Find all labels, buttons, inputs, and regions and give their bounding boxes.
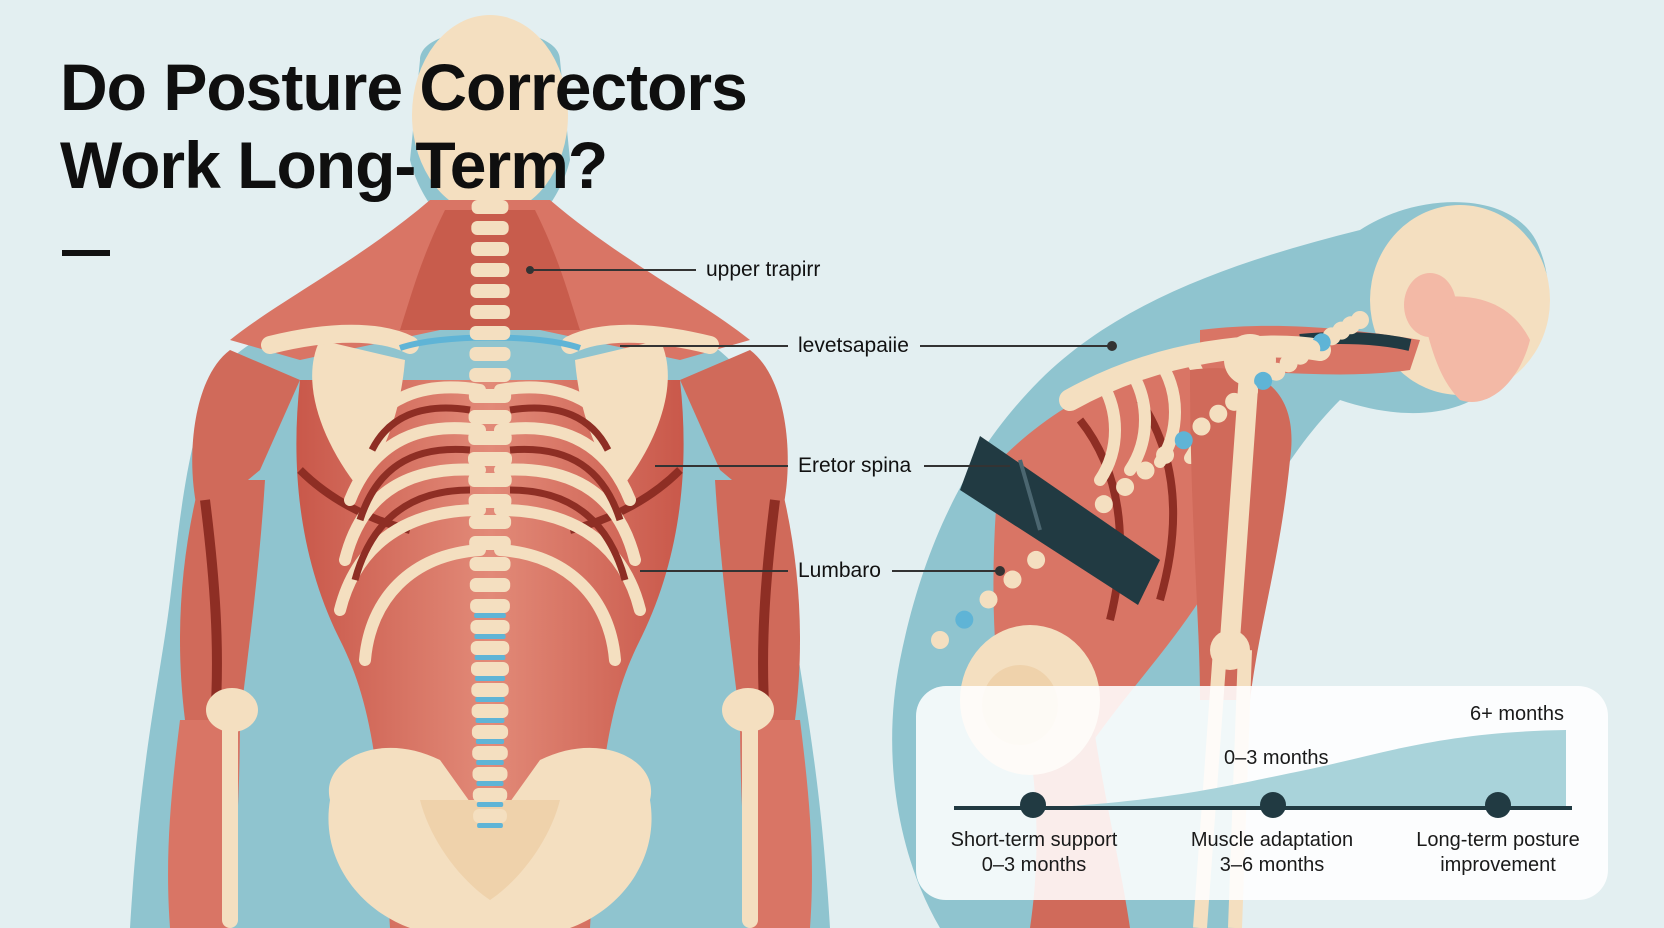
side-vertebra bbox=[1003, 570, 1022, 589]
vertebra bbox=[468, 431, 512, 445]
vertebra bbox=[471, 683, 509, 697]
timeline-milestone-1: Short-term support 0–3 months bbox=[944, 828, 1124, 878]
vertebra bbox=[472, 788, 508, 802]
spinal-disc bbox=[476, 802, 504, 807]
side-vertebra bbox=[931, 631, 949, 649]
back-view-figure bbox=[130, 15, 830, 928]
timeline-dot-1 bbox=[1020, 792, 1046, 818]
milestone-3-detail: improvement bbox=[1440, 854, 1556, 876]
side-vertebra bbox=[1240, 381, 1259, 400]
vertebra bbox=[469, 536, 511, 550]
vertebra bbox=[470, 641, 510, 655]
timeline-dot-2 bbox=[1260, 792, 1286, 818]
vertebra bbox=[470, 620, 510, 634]
vertebra bbox=[468, 452, 512, 466]
vertebra bbox=[470, 599, 510, 613]
side-vertebra bbox=[979, 590, 998, 609]
side-vertebra bbox=[1136, 461, 1155, 480]
milestone-3-title: Long-term posture bbox=[1416, 829, 1580, 851]
timeline-milestone-3: Long-term posture improvement bbox=[1406, 828, 1590, 878]
vertebra bbox=[470, 305, 510, 319]
milestone-1-title: Short-term support bbox=[950, 829, 1118, 851]
title-underline bbox=[62, 250, 110, 256]
side-vertebra bbox=[1116, 477, 1135, 496]
side-vertebra bbox=[1225, 392, 1244, 411]
spinal-disc bbox=[476, 760, 504, 765]
timeline-mid-label: 0–3 months bbox=[1224, 747, 1329, 769]
side-vertebra bbox=[1254, 371, 1273, 390]
side-view-figure bbox=[892, 202, 1550, 928]
vertebra bbox=[472, 767, 508, 781]
side-vertebra bbox=[1209, 404, 1228, 423]
label-levator-scapulae: levetsapaiie bbox=[798, 334, 909, 357]
posture-brace bbox=[960, 436, 1160, 605]
milestone-2-title: Muscle adaptation bbox=[1190, 829, 1354, 851]
side-vertebra bbox=[1027, 550, 1046, 569]
timeline-milestone-2: Muscle adaptation 3–6 months bbox=[1182, 828, 1362, 878]
vertebra bbox=[468, 515, 512, 529]
vertebra bbox=[468, 410, 512, 424]
side-vertebra bbox=[1094, 495, 1113, 514]
spinal-disc bbox=[474, 634, 506, 639]
vertebra bbox=[468, 473, 512, 487]
spinal-disc bbox=[477, 823, 503, 828]
spinal-disc bbox=[475, 739, 505, 744]
timeline-graphic bbox=[954, 730, 1572, 818]
spinal-disc bbox=[475, 676, 505, 681]
vertebra bbox=[469, 326, 511, 340]
spinal-disc bbox=[475, 718, 505, 723]
vertebra bbox=[471, 662, 509, 676]
side-vertebra bbox=[1267, 362, 1286, 381]
side-vertebra bbox=[1192, 417, 1211, 436]
page-title: Do Posture Correctors Work Long-Term? bbox=[60, 48, 820, 204]
leader-lines bbox=[526, 266, 1117, 576]
spinal-disc bbox=[475, 697, 505, 702]
title-line-2: Work Long-Term? bbox=[60, 128, 608, 202]
vertebra bbox=[471, 725, 509, 739]
label-lumbar: Lumbaro bbox=[798, 559, 881, 582]
vertebra bbox=[469, 557, 511, 571]
label-upper-trapezius: upper trapirr bbox=[706, 258, 821, 281]
milestone-1-range: 0–3 months bbox=[981, 854, 1087, 876]
side-vertebra bbox=[955, 610, 974, 629]
spinal-disc bbox=[474, 613, 506, 618]
vertebra bbox=[470, 284, 510, 298]
title-line-1: Do Posture Correctors bbox=[60, 50, 748, 124]
vertebra bbox=[473, 809, 507, 823]
vertebra bbox=[471, 704, 509, 718]
milestone-2-range: 3–6 months bbox=[1219, 854, 1325, 876]
side-vertebra bbox=[1156, 445, 1175, 464]
timeline-dot-3 bbox=[1485, 792, 1511, 818]
spinal-disc bbox=[474, 655, 506, 660]
back-view-spine bbox=[468, 200, 512, 828]
timeline-end-label: 6+ months bbox=[1470, 703, 1564, 725]
vertebra bbox=[469, 368, 511, 382]
timeline-growth-area bbox=[1036, 730, 1566, 808]
label-erector-spinae: Eretor spina bbox=[798, 454, 912, 477]
vertebra bbox=[472, 746, 508, 760]
side-view-spine bbox=[931, 311, 1369, 649]
spinal-disc bbox=[476, 781, 504, 786]
vertebra bbox=[470, 263, 510, 277]
vertebra bbox=[471, 242, 509, 256]
vertebra bbox=[471, 221, 509, 235]
vertebra bbox=[468, 389, 512, 403]
vertebra bbox=[469, 347, 511, 361]
vertebra bbox=[469, 578, 511, 592]
timeline-card: 0–3 months 6+ months Short-term support … bbox=[916, 686, 1608, 900]
vertebra bbox=[471, 200, 509, 214]
side-vertebra bbox=[1174, 431, 1193, 450]
vertebra bbox=[468, 494, 512, 508]
